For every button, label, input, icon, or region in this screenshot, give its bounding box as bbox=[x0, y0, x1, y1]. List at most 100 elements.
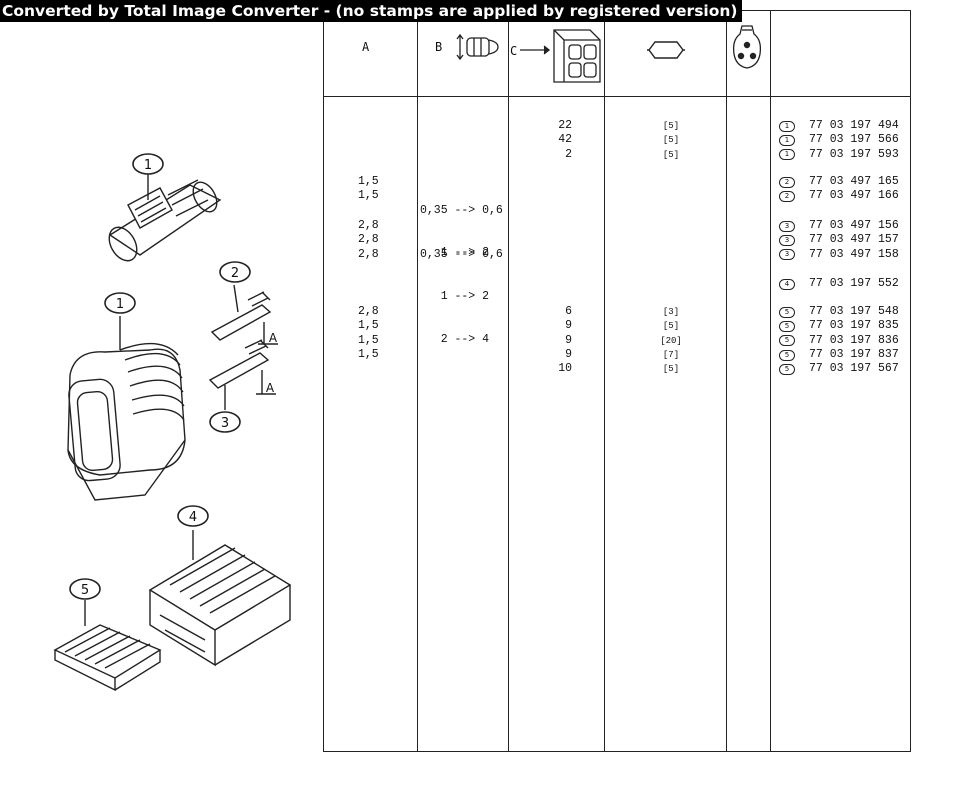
col-d-cell: [3] bbox=[662, 307, 680, 317]
part-number: 77 03 497 158 bbox=[809, 247, 899, 261]
ref-row: 4 77 03 197 552 bbox=[779, 277, 911, 291]
col-c-cell: 9 bbox=[565, 347, 572, 361]
col-c-group-2: 6 9 9 9 10 bbox=[540, 305, 572, 376]
part-number: 77 03 197 836 bbox=[809, 333, 899, 347]
col-a-cell: 1,5 bbox=[358, 189, 379, 203]
col-d-group-2: [3] [5] [20] [7] [5] bbox=[656, 305, 686, 376]
col-b-group-2: 0,35 --> 0,6 1 --> 2 2 --> 4 bbox=[420, 219, 510, 362]
col-a-cell: 1,5 bbox=[358, 175, 379, 188]
col-a-cell: 2,8 bbox=[358, 233, 379, 247]
header-rule bbox=[323, 96, 911, 97]
col-c-cell: 2 bbox=[565, 147, 572, 161]
connector-housing-icon bbox=[520, 29, 601, 83]
col-d-cell: [20] bbox=[660, 335, 682, 346]
col-b-cell: 1 --> 2 bbox=[420, 290, 490, 304]
col-divider-b-c bbox=[508, 10, 509, 752]
item-number-badge: 5 bbox=[779, 320, 795, 332]
connector-section-icon bbox=[456, 33, 499, 61]
part-1-connector-drawing bbox=[108, 172, 222, 262]
item-number-badge: 1 bbox=[779, 120, 795, 132]
col-d-cell: [5] bbox=[662, 121, 680, 131]
ref-row: 5 77 03 197 836 bbox=[779, 334, 911, 348]
contact-pin-icon bbox=[732, 25, 762, 69]
callout-a-upper: A bbox=[269, 331, 278, 345]
item-number-badge: 2 bbox=[779, 190, 795, 202]
callout-a-lower: A bbox=[266, 381, 275, 395]
col-d-cell: [5] bbox=[662, 321, 680, 332]
col-d-group-1: [5] [5] [5] bbox=[656, 119, 686, 162]
header-col-a: A bbox=[362, 40, 370, 54]
part-number: 77 03 497 157 bbox=[809, 233, 899, 247]
col-divider-d-e bbox=[726, 10, 727, 752]
callout-4: 4 bbox=[189, 510, 197, 525]
callout-5: 5 bbox=[81, 583, 89, 598]
part-number: 77 03 197 548 bbox=[809, 305, 899, 318]
item-number-badge: 3 bbox=[779, 249, 795, 261]
ref-row: 1 77 03 197 494 bbox=[779, 119, 911, 133]
seal-gasket-icon bbox=[647, 41, 685, 59]
col-c-cell: 10 bbox=[558, 362, 572, 376]
part-5-comb-plate-drawing bbox=[53, 600, 162, 692]
callout-1-top: 1 bbox=[144, 158, 152, 173]
callout-3: 3 bbox=[221, 416, 229, 431]
part-number: 77 03 197 552 bbox=[809, 277, 899, 290]
col-a-cell: 2,8 bbox=[358, 305, 379, 318]
col-c-cell: 42 bbox=[558, 133, 572, 147]
part-number: 77 03 497 156 bbox=[809, 219, 899, 232]
col-divider-a-b bbox=[417, 10, 418, 752]
col-c-group-1: 22 42 2 bbox=[540, 119, 572, 162]
part-4-connector-block-drawing bbox=[148, 530, 292, 667]
col-a-group-1: 1,5 1,5 bbox=[358, 175, 398, 204]
col-c-cell: 6 bbox=[565, 305, 572, 318]
converter-banner: Converted by Total Image Converter - (no… bbox=[0, 0, 742, 22]
header-col-b: B bbox=[435, 40, 443, 54]
col-b-cell: 2 --> 4 bbox=[420, 333, 490, 347]
item-number-badge: 1 bbox=[779, 134, 795, 146]
col-d-cell: [5] bbox=[662, 135, 680, 146]
header-col-c: C bbox=[510, 44, 518, 58]
col-a-group-3: 2,8 1,5 1,5 1,5 bbox=[358, 305, 398, 362]
col-c-cell: 22 bbox=[558, 119, 572, 132]
item-number-badge: 4 bbox=[779, 278, 795, 290]
ref-row: 5 77 03 197 567 bbox=[779, 362, 911, 376]
item-number-badge: 5 bbox=[779, 363, 795, 375]
item-number-badge: 5 bbox=[779, 349, 795, 361]
col-c-cell: 9 bbox=[565, 319, 572, 333]
col-a-cell: 1,5 bbox=[358, 333, 379, 347]
part-number: 77 03 197 494 bbox=[809, 119, 899, 132]
part-number: 77 03 197 837 bbox=[809, 347, 899, 361]
ref-group-item-4: 4 77 03 197 552 bbox=[779, 277, 911, 291]
callout-2: 2 bbox=[231, 266, 239, 281]
item-number-badge: 5 bbox=[779, 335, 795, 347]
col-b-group-1: 0,35 --> 0,6 1 --> 2 bbox=[420, 175, 510, 275]
col-d-cell: [5] bbox=[662, 149, 680, 160]
col-d-cell: [5] bbox=[662, 364, 680, 375]
col-divider-c-d bbox=[604, 10, 605, 752]
ref-row: 3 77 03 497 158 bbox=[779, 248, 911, 262]
col-b-cell: 0,35 --> 0,6 bbox=[420, 247, 503, 261]
col-a-cell: 1,5 bbox=[358, 319, 379, 333]
col-d-cell: [7] bbox=[662, 349, 680, 360]
part-number: 77 03 197 566 bbox=[809, 133, 899, 147]
ref-row: 5 77 03 197 837 bbox=[779, 348, 911, 362]
col-a-cell: 1,5 bbox=[358, 347, 379, 361]
col-a-cell: 2,8 bbox=[358, 247, 379, 261]
callout-1-mid: 1 bbox=[116, 297, 124, 312]
part-number: 77 03 197 593 bbox=[809, 147, 899, 161]
col-a-cell: 2,8 bbox=[358, 219, 379, 232]
part-number: 77 03 197 835 bbox=[809, 319, 899, 333]
item-number-badge: 3 bbox=[779, 234, 795, 246]
part-1-housing-drawing bbox=[67, 316, 186, 501]
part-number: 77 03 197 567 bbox=[809, 362, 899, 376]
part-number: 77 03 497 165 bbox=[809, 175, 899, 188]
ref-row: 5 77 03 197 835 bbox=[779, 319, 911, 333]
